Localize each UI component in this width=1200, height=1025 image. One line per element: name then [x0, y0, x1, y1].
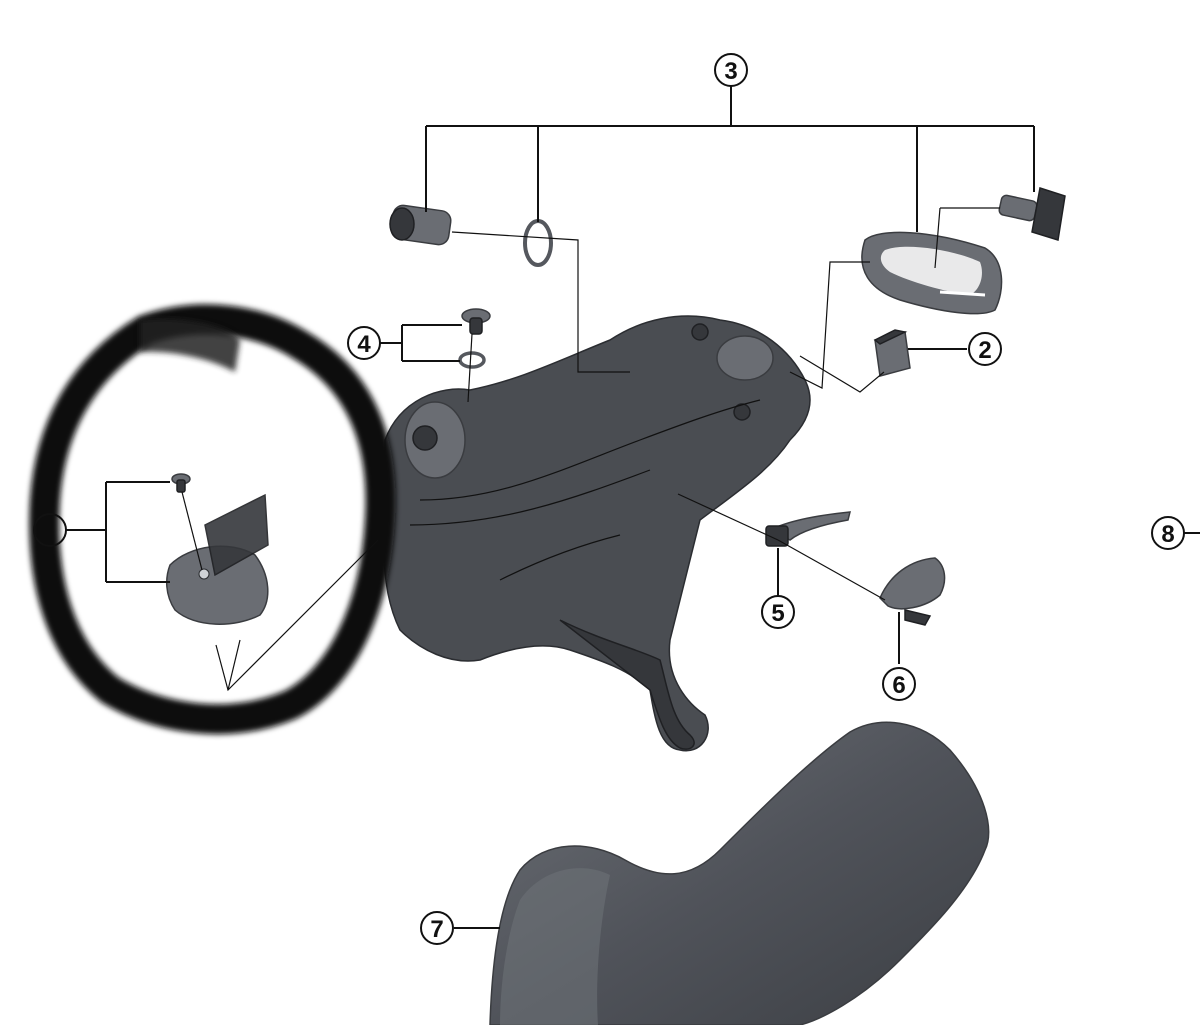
callout-7: 7 — [420, 911, 454, 945]
callout-4: 4 — [347, 326, 381, 360]
callout-6: 6 — [882, 667, 916, 701]
part-clamp-band — [861, 231, 1003, 315]
part-bolt — [389, 204, 452, 246]
callout-2-label: 2 — [978, 337, 991, 364]
part-end-cap — [165, 493, 269, 625]
callout-5-label: 5 — [771, 600, 784, 627]
part-screw-4 — [461, 308, 491, 335]
part-washer-4 — [458, 351, 486, 369]
callout-3: 3 — [714, 53, 748, 87]
callout-5: 5 — [761, 595, 795, 629]
leader-lines — [66, 86, 1200, 929]
callout-2: 2 — [968, 332, 1002, 366]
part-small-screw — [171, 473, 191, 493]
callout-3-label: 3 — [724, 58, 737, 85]
callout-8: 8 — [1151, 516, 1185, 550]
part-small-cap — [873, 329, 911, 377]
hand-drawn-circle-marker — [29, 304, 396, 735]
hood-part — [489, 721, 990, 1025]
part-cover-plate — [879, 557, 946, 626]
callout-7-label: 7 — [430, 916, 443, 943]
lever-body — [383, 315, 811, 752]
callout-4-label: 4 — [357, 331, 371, 358]
callout-left-partial — [33, 513, 67, 547]
part-clamp-screw — [998, 187, 1066, 241]
part-spring-plate — [765, 511, 851, 547]
callout-6-label: 6 — [892, 672, 905, 699]
callout-8-label: 8 — [1161, 521, 1174, 548]
part-o-ring — [523, 219, 553, 267]
